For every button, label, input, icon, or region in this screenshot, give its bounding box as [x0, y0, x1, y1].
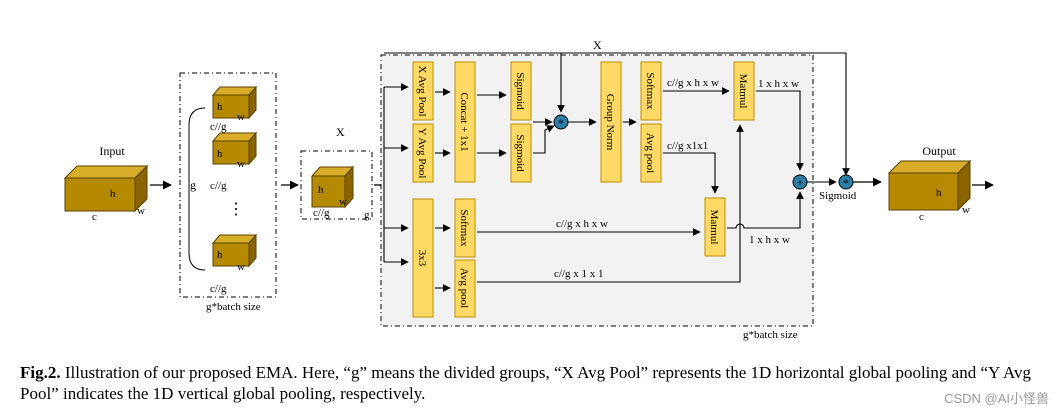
group-cube-2-w: w [237, 158, 245, 170]
arrow-matmul1-add [756, 90, 804, 171]
avg-pool-block-bottom [454, 259, 476, 318]
output-cube-c: c [919, 211, 924, 223]
group-cube-3 [211, 233, 258, 268]
x-cube-h: h [318, 184, 324, 196]
input-cube [63, 164, 149, 213]
x-label-top: X [593, 38, 602, 52]
sigmoid-block-2 [510, 123, 532, 183]
group-g-label: g [190, 178, 196, 192]
sigmoid-label-final: Sigmoid [819, 190, 857, 202]
add-op-symbol: + [797, 175, 804, 189]
group-dots: ⋮ [228, 201, 244, 218]
group-norm-label: Group Norm [604, 94, 616, 151]
output-cube [887, 159, 972, 212]
output-cube-h: h [936, 187, 942, 199]
figure-caption: Fig.2. Illustration of our proposed EMA.… [20, 362, 1050, 404]
sigmoid-label-1: Sigmoid [514, 72, 526, 110]
edge-label-cg11-bottom: c//g x 1 x 1 [554, 268, 604, 280]
multiply-op-1-symbol: * [558, 116, 564, 130]
matmul-label-bottom: Matmul [708, 210, 720, 245]
arrow-avgpool-matmul2 [663, 152, 719, 194]
group-cube-1 [211, 85, 258, 120]
x-cube [310, 165, 355, 209]
softmax-label-bottom: Softmax [458, 209, 470, 247]
ema-diagram: Input h c w g h w c//g h w c//g ⋮ h w c/… [63, 38, 994, 341]
softmax-block-top [640, 61, 662, 121]
softmax-label-top: Softmax [644, 72, 656, 110]
group-bracket [188, 107, 206, 271]
x-avg-pool-label: X Avg Pool [416, 65, 428, 116]
group-cube-3-c: c//g [210, 283, 227, 295]
x-box [300, 150, 373, 220]
group-cube-2-h: h [217, 148, 223, 160]
input-label: Input [99, 144, 125, 158]
watermark: CSDN @AI小怪兽 [944, 391, 1049, 406]
x-cube-g: g [364, 209, 370, 221]
matmul-block-top [733, 61, 755, 121]
batch-label-left: g*batch size [206, 301, 261, 313]
y-avg-pool-block [412, 123, 434, 183]
x-cube-c: c//g [313, 207, 330, 219]
x-label-left: X [336, 125, 345, 139]
group-norm-block [600, 61, 622, 183]
group-cube-1-w: w [237, 111, 245, 123]
concat-label: Concat + 1x1 [458, 92, 470, 151]
batch-label-right: g*batch size [743, 329, 798, 341]
edge-label-cghw-top: c//g x h x w [667, 77, 719, 89]
input-cube-w: w [137, 205, 145, 217]
edge-label-1hw-top: 1 x h x w [758, 78, 799, 90]
arrow-avgpool-matmul1 [477, 124, 744, 283]
matmul-block-bottom [704, 197, 726, 257]
figure-number: Fig.2. [20, 363, 61, 382]
y-avg-pool-label: Y Avg Pool [416, 128, 428, 179]
input-cube-h: h [110, 188, 116, 200]
sigmoid-label-2: Sigmoid [514, 134, 526, 172]
avg-pool-block-top [640, 123, 662, 183]
avg-pool-label-top: Avg pool [644, 133, 656, 173]
concat-block [454, 61, 476, 183]
group-cube-2 [211, 131, 258, 166]
group-cube-2-c: c//g [210, 180, 227, 192]
group-split-box [179, 72, 277, 298]
arrow-matmul2-add [727, 191, 804, 229]
conv3x3-label: 3x3 [416, 250, 428, 267]
matmul-label-top: Matmul [737, 74, 749, 109]
output-cube-w: w [962, 204, 970, 216]
figure-caption-text: Illustration of our proposed EMA. Here, … [20, 363, 1031, 403]
edge-label-1hw-bottom: 1 x h x w [749, 234, 790, 246]
input-distribution-lines [383, 83, 409, 266]
softmax-block-bottom [454, 198, 476, 258]
avg-pool-label-bottom: Avg pool [458, 268, 470, 308]
x-skip-lines [384, 52, 850, 176]
x-cube-w: w [339, 196, 347, 208]
edge-label-cghw-bottom: c//g x h x w [556, 218, 608, 230]
conv3x3-block [412, 198, 434, 318]
input-cube-c: c [92, 211, 97, 223]
output-label: Output [922, 144, 956, 158]
arrow-sig2-mul [533, 125, 555, 154]
group-cube-3-h: h [217, 249, 223, 261]
edge-label-cg11-top: c//g x1x1 [667, 140, 708, 152]
sigmoid-block-1 [510, 61, 532, 121]
group-cube-1-c: c//g [210, 121, 227, 133]
group-cube-3-w: w [237, 261, 245, 273]
group-cube-1-h: h [217, 101, 223, 113]
multiply-op-2-symbol: * [843, 176, 849, 190]
x-avg-pool-block [412, 61, 434, 121]
